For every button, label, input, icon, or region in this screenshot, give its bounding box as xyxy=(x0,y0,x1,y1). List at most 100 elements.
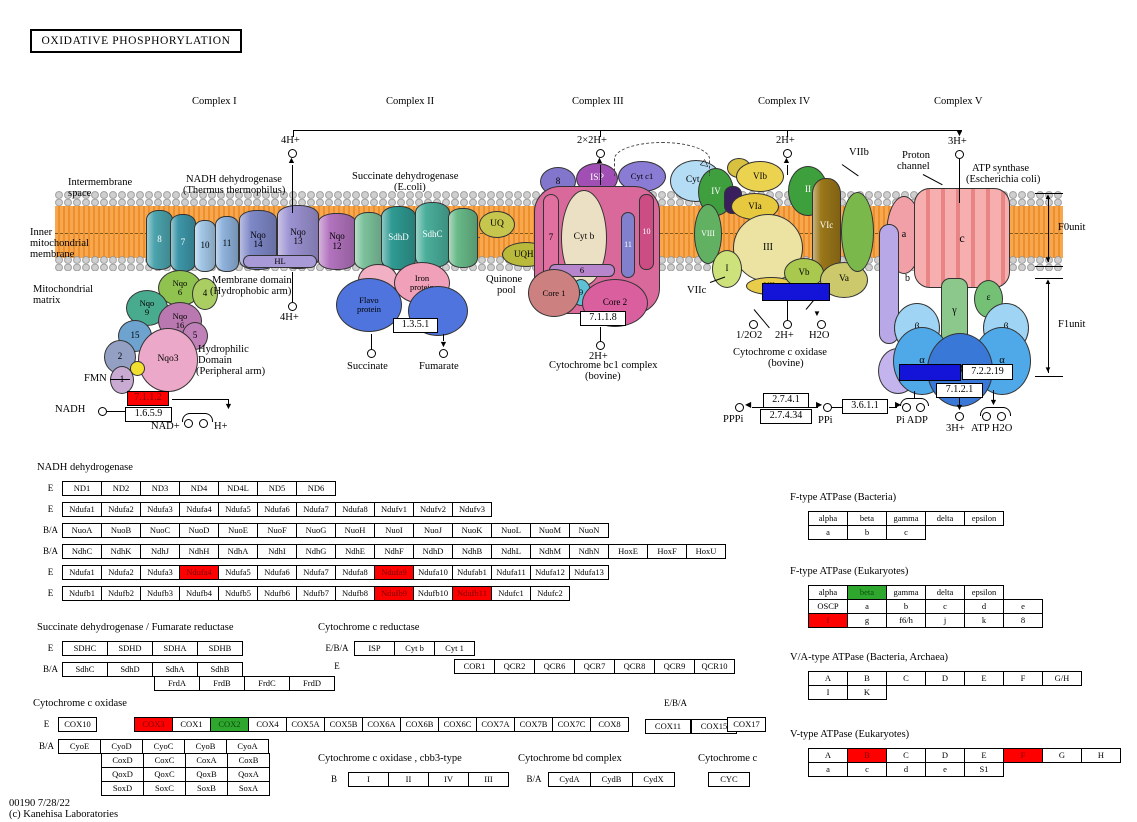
gene-epsilon[interactable]: epsilon xyxy=(964,585,1004,600)
gene-COX6C[interactable]: COX6C xyxy=(438,717,477,732)
gene-SoxA[interactable]: SoxA xyxy=(227,781,270,796)
gene-beta[interactable]: beta xyxy=(847,511,887,526)
ec-1.6.5.9[interactable]: 1.6.5.9 xyxy=(125,407,172,422)
ec-box-blue-c4[interactable] xyxy=(762,283,830,301)
gene-Ndufb1[interactable]: Ndufb1 xyxy=(62,586,102,601)
gene-A[interactable]: A xyxy=(808,671,848,686)
gene-F[interactable]: F xyxy=(1003,671,1043,686)
gene-II[interactable]: II xyxy=(388,772,429,787)
gene-ND4L[interactable]: ND4L xyxy=(218,481,258,496)
gene-NdhG[interactable]: NdhG xyxy=(296,544,336,559)
gene-Ndufa11[interactable]: Ndufa11 xyxy=(491,565,531,580)
gene-SdhC[interactable]: SdhC xyxy=(62,662,108,677)
gene-Ndufa2[interactable]: Ndufa2 xyxy=(101,565,141,580)
gene-Ndufc2[interactable]: Ndufc2 xyxy=(530,586,570,601)
gene-CyoE[interactable]: CyoE xyxy=(58,739,101,754)
gene-CydA[interactable]: CydA xyxy=(548,772,591,787)
gene-Ndufb6[interactable]: Ndufb6 xyxy=(257,586,297,601)
gene-FrdA[interactable]: FrdA xyxy=(154,676,200,691)
gene-gamma[interactable]: gamma xyxy=(886,585,926,600)
gene-f[interactable]: f xyxy=(808,613,848,628)
gene-CyoA[interactable]: CyoA xyxy=(226,739,269,754)
gene-Ndufb8[interactable]: Ndufb8 xyxy=(335,586,375,601)
gene-NuoH[interactable]: NuoH xyxy=(335,523,375,538)
gene-d[interactable]: d xyxy=(886,762,926,777)
gene-COX10[interactable]: COX10 xyxy=(58,717,97,732)
gene-H[interactable]: H xyxy=(1081,748,1121,763)
gene-C[interactable]: C xyxy=(886,748,926,763)
gene-CoxA[interactable]: CoxA xyxy=(185,753,228,768)
gene-CyoC[interactable]: CyoC xyxy=(142,739,185,754)
gene-b[interactable]: b xyxy=(886,599,926,614)
gene-a[interactable]: a xyxy=(808,525,848,540)
compound-4h-bottom[interactable] xyxy=(288,302,297,311)
gene-F[interactable]: F xyxy=(1003,748,1043,763)
gene-ISP[interactable]: ISP xyxy=(354,641,395,656)
gene-COX8[interactable]: COX8 xyxy=(590,717,629,732)
gene-NdhB[interactable]: NdhB xyxy=(452,544,492,559)
gene-alpha[interactable]: alpha xyxy=(808,511,848,526)
gene-delta[interactable]: delta xyxy=(925,585,965,600)
gene-CyoD[interactable]: CyoD xyxy=(100,739,143,754)
gene-NuoA[interactable]: NuoA xyxy=(62,523,102,538)
gene-QCR2[interactable]: QCR2 xyxy=(494,659,535,674)
gene-Ndufb9[interactable]: Ndufb9 xyxy=(374,586,414,601)
gene-SoxC[interactable]: SoxC xyxy=(143,781,186,796)
gene-CydB[interactable]: CydB xyxy=(590,772,633,787)
gene-NuoI[interactable]: NuoI xyxy=(374,523,414,538)
gene-QCR6[interactable]: QCR6 xyxy=(534,659,575,674)
circ[interactable] xyxy=(783,149,792,158)
gene-K[interactable]: K xyxy=(847,685,887,700)
gene-Ndufv3[interactable]: Ndufv3 xyxy=(452,502,492,517)
gene-Ndufa1[interactable]: Ndufa1 xyxy=(62,502,102,517)
gene-FrdC[interactable]: FrdC xyxy=(244,676,290,691)
ec-2.7.4.1[interactable]: 2.7.4.1 xyxy=(763,393,809,408)
gene-ND3[interactable]: ND3 xyxy=(140,481,180,496)
gene-Ndufa12[interactable]: Ndufa12 xyxy=(530,565,570,580)
gene-NdhI[interactable]: NdhI xyxy=(257,544,297,559)
ec-7.1.1.2[interactable]: 7.1.1.2 xyxy=(127,391,169,406)
gene-beta[interactable]: beta xyxy=(847,585,887,600)
gene-NdhE[interactable]: NdhE xyxy=(335,544,375,559)
gene-COX5A[interactable]: COX5A xyxy=(286,717,325,732)
gene-Ndufa4[interactable]: Ndufa4 xyxy=(179,502,219,517)
gene-QCR8[interactable]: QCR8 xyxy=(614,659,655,674)
gene-G/H[interactable]: G/H xyxy=(1042,671,1082,686)
gene-CoxD[interactable]: CoxD xyxy=(101,753,144,768)
gene-CoxB[interactable]: CoxB xyxy=(227,753,270,768)
compound-nadh[interactable] xyxy=(98,407,107,416)
gene-Ndufb4[interactable]: Ndufb4 xyxy=(179,586,219,601)
compound-o2[interactable] xyxy=(749,320,758,329)
gene-SdhB[interactable]: SdhB xyxy=(197,662,243,677)
compound-ppi[interactable] xyxy=(823,403,832,412)
gene-b[interactable]: b xyxy=(847,525,887,540)
compound-pppi[interactable] xyxy=(735,403,744,412)
ec-2.7.4.34[interactable]: 2.7.4.34 xyxy=(760,409,812,424)
gene-NuoD[interactable]: NuoD xyxy=(179,523,219,538)
gene-NdhN[interactable]: NdhN xyxy=(569,544,609,559)
gene-NuoN[interactable]: NuoN xyxy=(569,523,609,538)
gene-NuoK[interactable]: NuoK xyxy=(452,523,492,538)
circ[interactable] xyxy=(783,320,792,329)
gene-SDHB[interactable]: SDHB xyxy=(197,641,243,656)
gene-k[interactable]: k xyxy=(964,613,1004,628)
gene-CYC[interactable]: CYC xyxy=(708,772,750,787)
gene-COX2[interactable]: COX2 xyxy=(210,717,249,732)
gene-NdhC[interactable]: NdhC xyxy=(62,544,102,559)
gene-Ndufa10[interactable]: Ndufa10 xyxy=(413,565,453,580)
gene-Ndufa3[interactable]: Ndufa3 xyxy=(140,502,180,517)
gene-B[interactable]: B xyxy=(847,748,887,763)
gene-A[interactable]: A xyxy=(808,748,848,763)
compound-fumarate[interactable] xyxy=(439,349,448,358)
gene-Cyt 1[interactable]: Cyt 1 xyxy=(434,641,475,656)
gene-NuoG[interactable]: NuoG xyxy=(296,523,336,538)
gene-Ndufa13[interactable]: Ndufa13 xyxy=(569,565,609,580)
gene-e[interactable]: e xyxy=(1003,599,1043,614)
compound-pi[interactable] xyxy=(902,403,911,412)
gene-CyoB[interactable]: CyoB xyxy=(184,739,227,754)
gene-Ndufb11[interactable]: Ndufb11 xyxy=(452,586,492,601)
gene-QCR9[interactable]: QCR9 xyxy=(654,659,695,674)
gene-NdhK[interactable]: NdhK xyxy=(101,544,141,559)
gene-Ndufc1[interactable]: Ndufc1 xyxy=(491,586,531,601)
ec-7.1.1.8[interactable]: 7.1.1.8 xyxy=(580,311,626,326)
